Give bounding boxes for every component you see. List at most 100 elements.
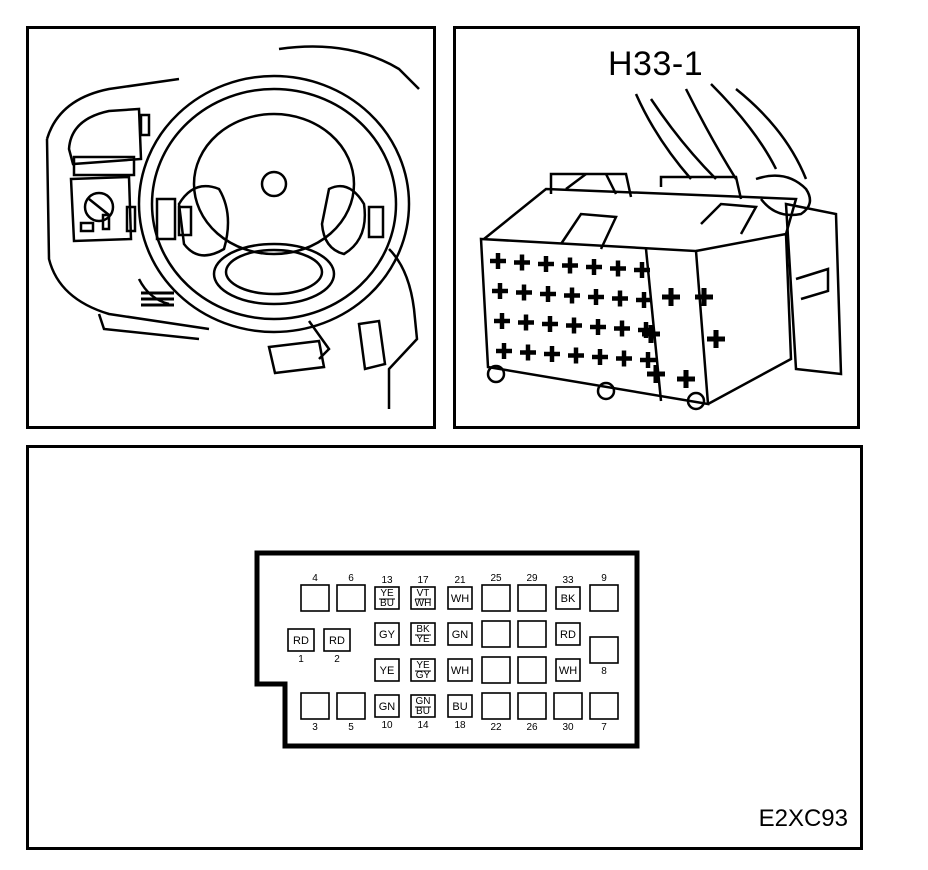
- wire-color-label: RD: [293, 635, 309, 647]
- pin-box: [589, 584, 619, 612]
- wire-color-label: BK: [561, 593, 576, 605]
- pin-cavity: 6: [336, 573, 366, 612]
- connector-cavity-icon: [490, 253, 506, 269]
- pin-cavity: GN 10: [374, 694, 400, 731]
- pin-cavity: 30: [553, 692, 583, 733]
- connector-cavity-icon: [662, 288, 680, 306]
- pin-cavity: 26: [517, 692, 547, 733]
- pin-number: 4: [312, 573, 318, 584]
- pin-box: [517, 692, 547, 720]
- connector-cavity-icon: [492, 283, 508, 299]
- connector-illustration: [479, 83, 843, 411]
- wire-color-label: RD: [560, 629, 576, 641]
- pin-number: 33: [562, 575, 574, 586]
- pin-number: 3: [312, 722, 318, 733]
- connector-cavity-grid: [490, 253, 725, 388]
- pin-box: [374, 586, 400, 610]
- pin-cavity: 8: [589, 636, 619, 677]
- pin-number: 14: [417, 720, 429, 731]
- pin-number: 25: [490, 573, 502, 584]
- wire-color-label: WH: [451, 665, 469, 677]
- pin-number: 21: [454, 575, 466, 586]
- pin-cavity: 4: [300, 573, 330, 612]
- pin-box: [555, 586, 581, 610]
- pin-box: [589, 692, 619, 720]
- wire-color-label: YE: [416, 660, 430, 671]
- wire-color-label: RD: [329, 635, 345, 647]
- wire-color-label: GN: [379, 701, 396, 713]
- pin-cavity: GN: [447, 622, 473, 646]
- connector-cavity-icon: [640, 352, 656, 368]
- pin-box: [481, 584, 511, 612]
- pin-cavity: [517, 620, 547, 648]
- pin-box: [517, 584, 547, 612]
- pin-cavity: YE: [374, 658, 400, 682]
- pin-box: [553, 692, 583, 720]
- pin-number: 2: [334, 654, 340, 665]
- wire-color-label: BU: [452, 701, 467, 713]
- pin-cavity: GY: [374, 622, 400, 646]
- pin-cavity: RD 2: [323, 628, 351, 665]
- pin-box: [410, 658, 436, 682]
- pin-number: 10: [381, 720, 393, 731]
- pin-box: [300, 692, 330, 720]
- pin-cavity: 9: [589, 573, 619, 612]
- pin-box: [336, 692, 366, 720]
- pin-cavity: WH: [555, 658, 581, 682]
- pin-cavity: WH 21: [447, 575, 473, 610]
- pin-box: [517, 620, 547, 648]
- pin-box: [447, 586, 473, 610]
- connector-cavity-icon: [638, 322, 654, 338]
- pin-cavity: 3: [300, 692, 330, 733]
- wire-color-label: GY: [416, 670, 431, 681]
- pin-box: [287, 628, 315, 652]
- connector-cavity-icon: [562, 257, 578, 274]
- pin-box: [481, 692, 511, 720]
- pin-box: [323, 628, 351, 652]
- connector-cavity-icon: [564, 287, 580, 304]
- pin-box: [555, 658, 581, 682]
- pin-box: [336, 584, 366, 612]
- pin-cavity: RD 1: [287, 628, 315, 665]
- pin-box: [589, 636, 619, 664]
- connector-label: H33-1: [608, 45, 704, 83]
- pin-box: [374, 658, 400, 682]
- pin-box: [447, 622, 473, 646]
- connector-cavity-icon: [566, 317, 582, 334]
- wire-color-label: GN: [452, 629, 469, 641]
- connector-cavity-icon: [614, 320, 630, 337]
- pin-cavity: [517, 656, 547, 684]
- wire-color-label: BU: [416, 706, 430, 717]
- pin-cavity: [481, 656, 511, 684]
- wire-color-label: BK: [416, 624, 430, 635]
- connector-cavity-icon: [590, 319, 606, 335]
- figure-code: E2XC93: [758, 805, 848, 832]
- pin-box: [481, 656, 511, 684]
- connector-cavity-icon: [677, 370, 695, 388]
- connector-cavity-icon: [707, 330, 725, 348]
- connector-cavity-icon: [542, 316, 558, 332]
- pin-cavity: 5: [336, 692, 366, 733]
- pin-number: 1: [298, 654, 304, 665]
- connector-cavity-icon: [514, 254, 530, 271]
- pin-box: [410, 694, 436, 718]
- connector-cavity-icon: [695, 288, 713, 306]
- connector-cavity-icon: [496, 343, 512, 359]
- pin-box: [300, 584, 330, 612]
- pin-cavity: 25: [481, 573, 511, 612]
- pin-number: 26: [526, 722, 538, 733]
- pin-number: 22: [490, 722, 502, 733]
- wire-color-label: WH: [451, 593, 469, 605]
- pin-box: [374, 694, 400, 718]
- pin-box: [410, 622, 436, 646]
- dashboard-illustration: [45, 45, 420, 409]
- wire-color-label: BU: [380, 598, 394, 609]
- pin-number: 9: [601, 573, 607, 584]
- pin-box: [555, 622, 581, 646]
